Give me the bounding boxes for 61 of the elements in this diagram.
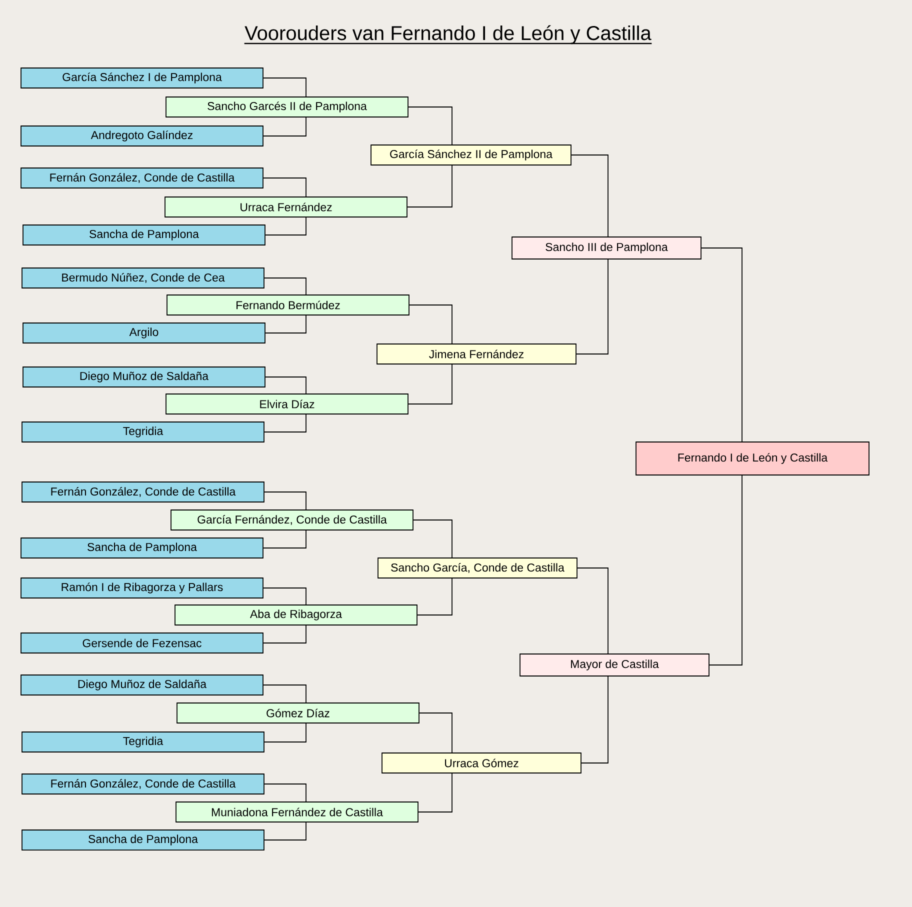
connector-line <box>263 78 306 97</box>
person-box: Gómez Díaz <box>176 702 420 724</box>
person-box: Diego Muñoz de Saldaña <box>20 674 264 696</box>
connector-line <box>265 315 306 334</box>
person-box: Fernando I de León y Castilla <box>636 442 870 476</box>
connector-line <box>417 578 452 616</box>
person-box: Sancha de Pamplona <box>22 830 264 850</box>
connector-line <box>264 492 306 510</box>
connector-line <box>263 588 306 605</box>
connector-line <box>263 625 306 644</box>
connector-line <box>577 568 608 654</box>
connector-line <box>264 822 306 840</box>
connector-line <box>263 684 306 703</box>
person-box: Fernán González, Conde de Castilla <box>22 482 264 502</box>
connector-line <box>407 165 452 208</box>
person-box: Argilo <box>22 322 266 344</box>
connector-line <box>413 520 452 558</box>
connector-line <box>263 117 306 136</box>
connector-line <box>709 475 742 666</box>
connector-line <box>418 773 452 812</box>
person-box: Sancho Garcés II de Pamplona <box>166 96 408 118</box>
person-box: Andregoto Galíndez <box>20 126 264 146</box>
connector-line <box>576 259 608 354</box>
person-box: Muniadona Fernández de Castilla <box>176 802 418 822</box>
person-box: García Sánchez I de Pamplona <box>20 68 264 88</box>
connector-line <box>571 154 608 237</box>
person-box: Diego Muñoz de Saldaña <box>22 366 266 388</box>
person-box: García Sánchez II de Pamplona <box>370 144 572 166</box>
person-box: Tegridia <box>22 732 264 752</box>
connector-line <box>264 278 306 295</box>
person-box: Ramón I de Ribagorza y Pallars <box>20 578 264 598</box>
person-box: Elvira Díaz <box>166 394 408 414</box>
connector-line <box>265 376 306 394</box>
connector-line <box>581 676 608 764</box>
person-box: Sancho III de Pamplona <box>512 236 702 260</box>
person-box: Urraca Fernández <box>164 196 408 218</box>
person-box: Fernando Bermúdez <box>166 294 410 316</box>
person-box: Urraca Gómez <box>382 752 582 774</box>
person-box: Sancho García, Conde de Castilla <box>378 558 578 578</box>
connector-line <box>408 106 452 145</box>
person-box: Gersende de Fezensac <box>20 632 264 654</box>
connector-line <box>263 178 306 197</box>
person-box: Fernán González, Conde de Castilla <box>20 168 264 188</box>
connector-line <box>408 364 452 404</box>
connector-line <box>701 248 742 442</box>
person-box: Fernán González, Conde de Castilla <box>22 774 264 794</box>
connector-line <box>419 712 452 753</box>
person-box: Aba de Ribagorza <box>174 604 418 626</box>
connector-line <box>264 784 306 802</box>
connector-line <box>264 414 306 432</box>
person-box: Sancha de Pamplona <box>20 538 264 558</box>
person-box: Tegridia <box>22 422 264 442</box>
person-box: García Fernández, Conde de Castilla <box>170 510 414 530</box>
connector-line <box>263 530 306 548</box>
person-box: Sancha de Pamplona <box>22 224 266 246</box>
person-box: Bermudo Núñez, Conde de Cea <box>22 268 264 288</box>
connector-line <box>264 723 306 742</box>
connector-line <box>265 217 306 236</box>
connector-line <box>409 304 452 344</box>
person-box: Mayor de Castilla <box>520 654 710 676</box>
person-box: Jimena Fernández <box>376 344 576 364</box>
